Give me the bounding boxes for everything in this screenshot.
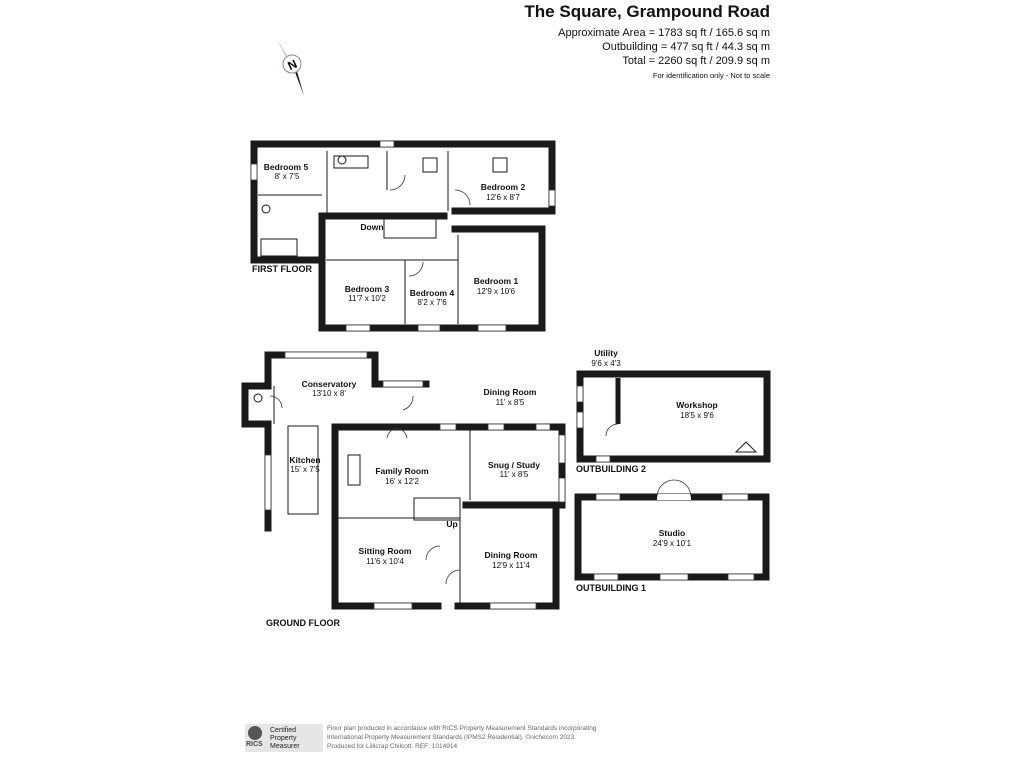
stairs-down-label: Down — [360, 222, 383, 232]
approximate-area: Approximate Area = 1783 sq ft / 165.6 sq… — [558, 27, 770, 39]
kitchen-name: Kitchen — [289, 455, 320, 465]
cert-line-1: Certified — [270, 727, 297, 734]
family-name: Family Room — [375, 466, 429, 476]
snug-dims: 11' x 8'5 — [500, 470, 529, 479]
workshop-name: Workshop — [676, 400, 717, 410]
utility-name: Utility — [594, 348, 618, 358]
first-floor-label: FIRST FLOOR — [252, 264, 312, 274]
legal-line-3: Produced for Lillicrap Chilcott. REF: 10… — [327, 743, 458, 750]
kitchen-dims: 15' x 7'5 — [290, 465, 320, 474]
cert-line-2: Property — [270, 735, 297, 742]
footer: RICS Certified Property Measurer Floor p… — [245, 724, 765, 754]
legal-line-1: Floor plan produced in accordance with R… — [327, 725, 597, 732]
legal-line-2: International Property Measurement Stand… — [327, 734, 577, 741]
workshop-dims: 18'5 x 9'6 — [680, 411, 714, 420]
bedroom3-dims: 11'7 x 10'2 — [348, 294, 386, 303]
utility-dims: 9'6 x 4'3 — [591, 359, 621, 368]
studio-name: Studio — [659, 528, 685, 538]
dining-top-dims: 11' x 8'5 — [496, 398, 525, 407]
bedroom1-name: Bedroom 1 — [474, 276, 519, 286]
rics-certified-badge: RICS Certified Property Measurer — [245, 724, 323, 752]
page-title: The Square, Grampound Road — [524, 2, 770, 21]
dining-dims: 12'9 x 11'4 — [492, 561, 530, 570]
bedroom3-name: Bedroom 3 — [345, 284, 390, 294]
dining-top-name: Dining Room — [484, 387, 537, 397]
sitting-name: Sitting Room — [359, 546, 412, 556]
ground-floor-plan — [241, 351, 566, 610]
bedroom4-dims: 8'2 x 7'6 — [417, 298, 447, 307]
ground-floor-label: GROUND FLOOR — [266, 618, 340, 628]
cert-line-3: Measurer — [270, 743, 300, 750]
stairs-up-label: Up — [446, 519, 457, 529]
outbuilding2-label: OUTBUILDING 2 — [576, 464, 646, 474]
compass-icon: N — [262, 38, 320, 96]
dining-name: Dining Room — [485, 550, 538, 560]
outbuilding2-plan — [576, 370, 771, 463]
snug-name: Snug / Study — [488, 460, 540, 470]
conservatory-name: Conservatory — [302, 379, 357, 389]
bedroom1-dims: 12'9 x 10'6 — [477, 287, 516, 296]
scale-note: For identification only - Not to scale — [652, 71, 770, 80]
conservatory-dims: 13'10 x 8' — [312, 389, 346, 398]
studio-dims: 24'9 x 10'1 — [653, 539, 692, 548]
outbuilding1-plan — [574, 479, 770, 581]
outbuilding-area: Outbuilding = 477 sq ft / 44.3 sq m — [602, 41, 770, 53]
total-area: Total = 2260 sq ft / 209.9 sq m — [622, 55, 770, 67]
bedroom4-name: Bedroom 4 — [410, 288, 455, 298]
sitting-dims: 11'6 x 10'4 — [366, 557, 404, 566]
bedroom5-dims: 8' x 7'5 — [275, 172, 300, 181]
outbuilding1-label: OUTBUILDING 1 — [576, 583, 646, 593]
bedroom5-name: Bedroom 5 — [264, 162, 309, 172]
family-dims: 16' x 12'2 — [385, 477, 419, 486]
rics-logo-icon — [248, 726, 262, 740]
bedroom2-dims: 12'6 x 8'7 — [486, 193, 520, 202]
first-floor-plan — [250, 140, 556, 332]
rics-logo-text: RICS — [246, 741, 263, 748]
bedroom2-name: Bedroom 2 — [481, 182, 526, 192]
